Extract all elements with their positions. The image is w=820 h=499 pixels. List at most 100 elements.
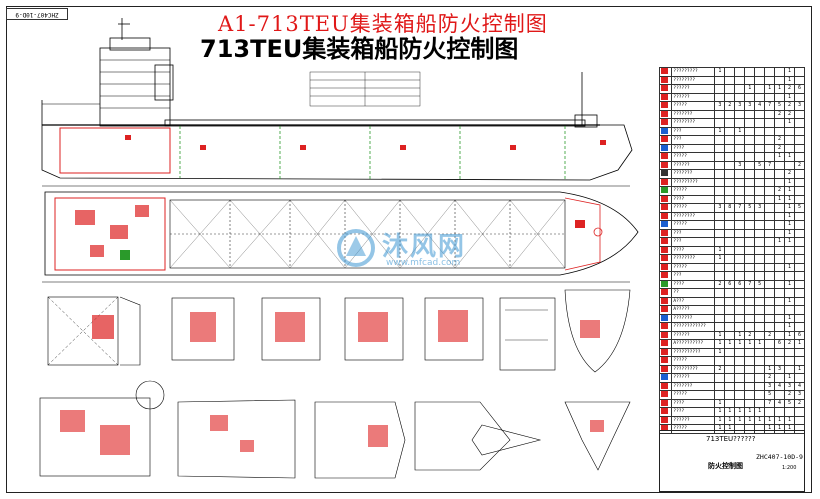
fire-equipment-symbol-icon — [661, 110, 668, 117]
legend-count-cell: 1 — [784, 67, 795, 77]
legend-item-name: ???????? — [671, 254, 716, 264]
legend-count-cell — [774, 67, 786, 77]
legend-count-cell — [744, 211, 756, 221]
legend-count-cell — [714, 169, 726, 179]
legend-count-cell — [754, 67, 766, 77]
legend-count-cell — [774, 390, 786, 400]
legend-count-cell — [754, 322, 766, 332]
legend-count-cell — [764, 186, 776, 196]
fire-equipment-symbol-icon — [661, 178, 668, 185]
legend-count-cell — [724, 322, 736, 332]
legend-symbol-cell — [658, 101, 673, 111]
legend-count-cell — [754, 84, 766, 94]
legend-item-name: ???? — [671, 279, 716, 289]
legend-count-cell — [734, 373, 746, 383]
legend-count-cell — [734, 75, 746, 85]
legend-count-cell — [754, 296, 766, 306]
legend-symbol-cell — [658, 407, 673, 417]
legend-count-cell: 1 — [784, 262, 795, 272]
legend-count-cell — [724, 390, 736, 400]
legend-count-cell — [714, 109, 726, 119]
legend-count-cell — [714, 390, 726, 400]
legend-item-name: ??? — [671, 228, 716, 238]
legend-item-name: ???? — [671, 407, 716, 417]
legend-count-cell: 4 — [774, 398, 786, 408]
legend-item-name: A??? — [671, 296, 716, 306]
legend-count-cell: 1 — [714, 398, 726, 408]
legend-count-cell — [744, 228, 756, 238]
legend-count-cell: 5 — [754, 160, 766, 170]
legend-count-cell: 1 — [714, 415, 726, 425]
legend-count-cell — [774, 288, 786, 298]
fire-equipment-symbol-icon — [661, 127, 668, 134]
legend-count-cell: 1 — [784, 211, 795, 221]
legend-symbol-cell — [658, 126, 673, 136]
legend-count-cell — [714, 84, 726, 94]
legend-count-cell — [714, 381, 726, 391]
legend-count-cell — [793, 211, 806, 221]
legend-row: ??? — [658, 271, 806, 281]
legend-symbol-cell — [658, 109, 673, 119]
legend-count-cell — [744, 152, 756, 162]
legend-item-name: ????? — [671, 356, 716, 366]
legend-count-cell — [774, 220, 786, 230]
legend-count-cell — [714, 288, 726, 298]
legend-count-cell — [764, 288, 776, 298]
legend-count-cell — [744, 313, 756, 323]
forepeak-plan-3 — [564, 401, 631, 471]
legend-count-cell — [784, 407, 795, 417]
legend-count-cell — [764, 194, 776, 204]
legend-item-name: ??? — [671, 135, 716, 145]
legend-count-cell — [724, 177, 736, 187]
legend-count-cell — [774, 169, 786, 179]
legend-symbol-cell — [658, 92, 673, 102]
legend-count-cell — [754, 373, 766, 383]
legend-count-cell — [714, 211, 726, 221]
legend-count-cell: 2 — [793, 398, 806, 408]
legend-symbol-cell — [658, 75, 673, 85]
fire-equipment-symbol-icon — [661, 263, 668, 270]
legend-count-cell — [724, 228, 736, 238]
legend-count-cell — [714, 118, 726, 128]
legend-count-cell — [764, 169, 776, 179]
legend-symbol-cell — [658, 194, 673, 204]
legend-count-cell: 1 — [724, 339, 736, 349]
legend-count-cell — [724, 143, 736, 153]
fire-equipment-symbol-icon — [661, 136, 668, 142]
legend-symbol-cell — [658, 237, 673, 247]
legend-symbol-cell — [658, 135, 673, 145]
legend-count-cell: 5 — [784, 398, 795, 408]
legend-item-name: ?????? — [671, 373, 716, 383]
legend-count-cell — [734, 84, 746, 94]
legend-count-cell — [793, 424, 806, 434]
legend-count-cell — [744, 381, 756, 391]
legend-count-cell — [744, 92, 756, 102]
legend-count-cell — [744, 305, 756, 315]
legend-count-cell — [744, 186, 756, 196]
legend-count-cell — [734, 92, 746, 102]
deck-plan-1 — [47, 296, 119, 366]
legend-count-cell: 3 — [714, 203, 726, 213]
engine-room-plan — [39, 397, 151, 477]
legend-count-cell — [764, 211, 776, 221]
legend-count-cell — [734, 271, 746, 281]
legend-symbol-cell — [658, 152, 673, 162]
legend-count-cell — [754, 364, 766, 374]
legend-count-cell: 1 — [764, 84, 776, 94]
legend-count-cell — [774, 305, 786, 315]
legend-count-cell — [724, 67, 736, 77]
legend-count-cell: 6 — [793, 330, 806, 340]
deck-plan-4 — [344, 297, 404, 361]
legend-count-cell — [734, 194, 746, 204]
title-block-drawing-name: 防火控制图 — [708, 462, 743, 470]
legend-item-name: ????????? — [671, 67, 716, 77]
legend-count-cell: 1 — [734, 407, 746, 417]
legend-count-cell: 1 — [793, 364, 806, 374]
legend-count-cell — [764, 220, 776, 230]
legend-count-cell: 7 — [764, 101, 776, 111]
legend-count-cell — [774, 313, 786, 323]
fire-equipment-symbol-icon — [661, 153, 668, 159]
legend-count-cell: 2 — [784, 390, 795, 400]
legend-row: ?????1 — [658, 262, 806, 272]
legend-symbol-cell — [658, 254, 673, 264]
